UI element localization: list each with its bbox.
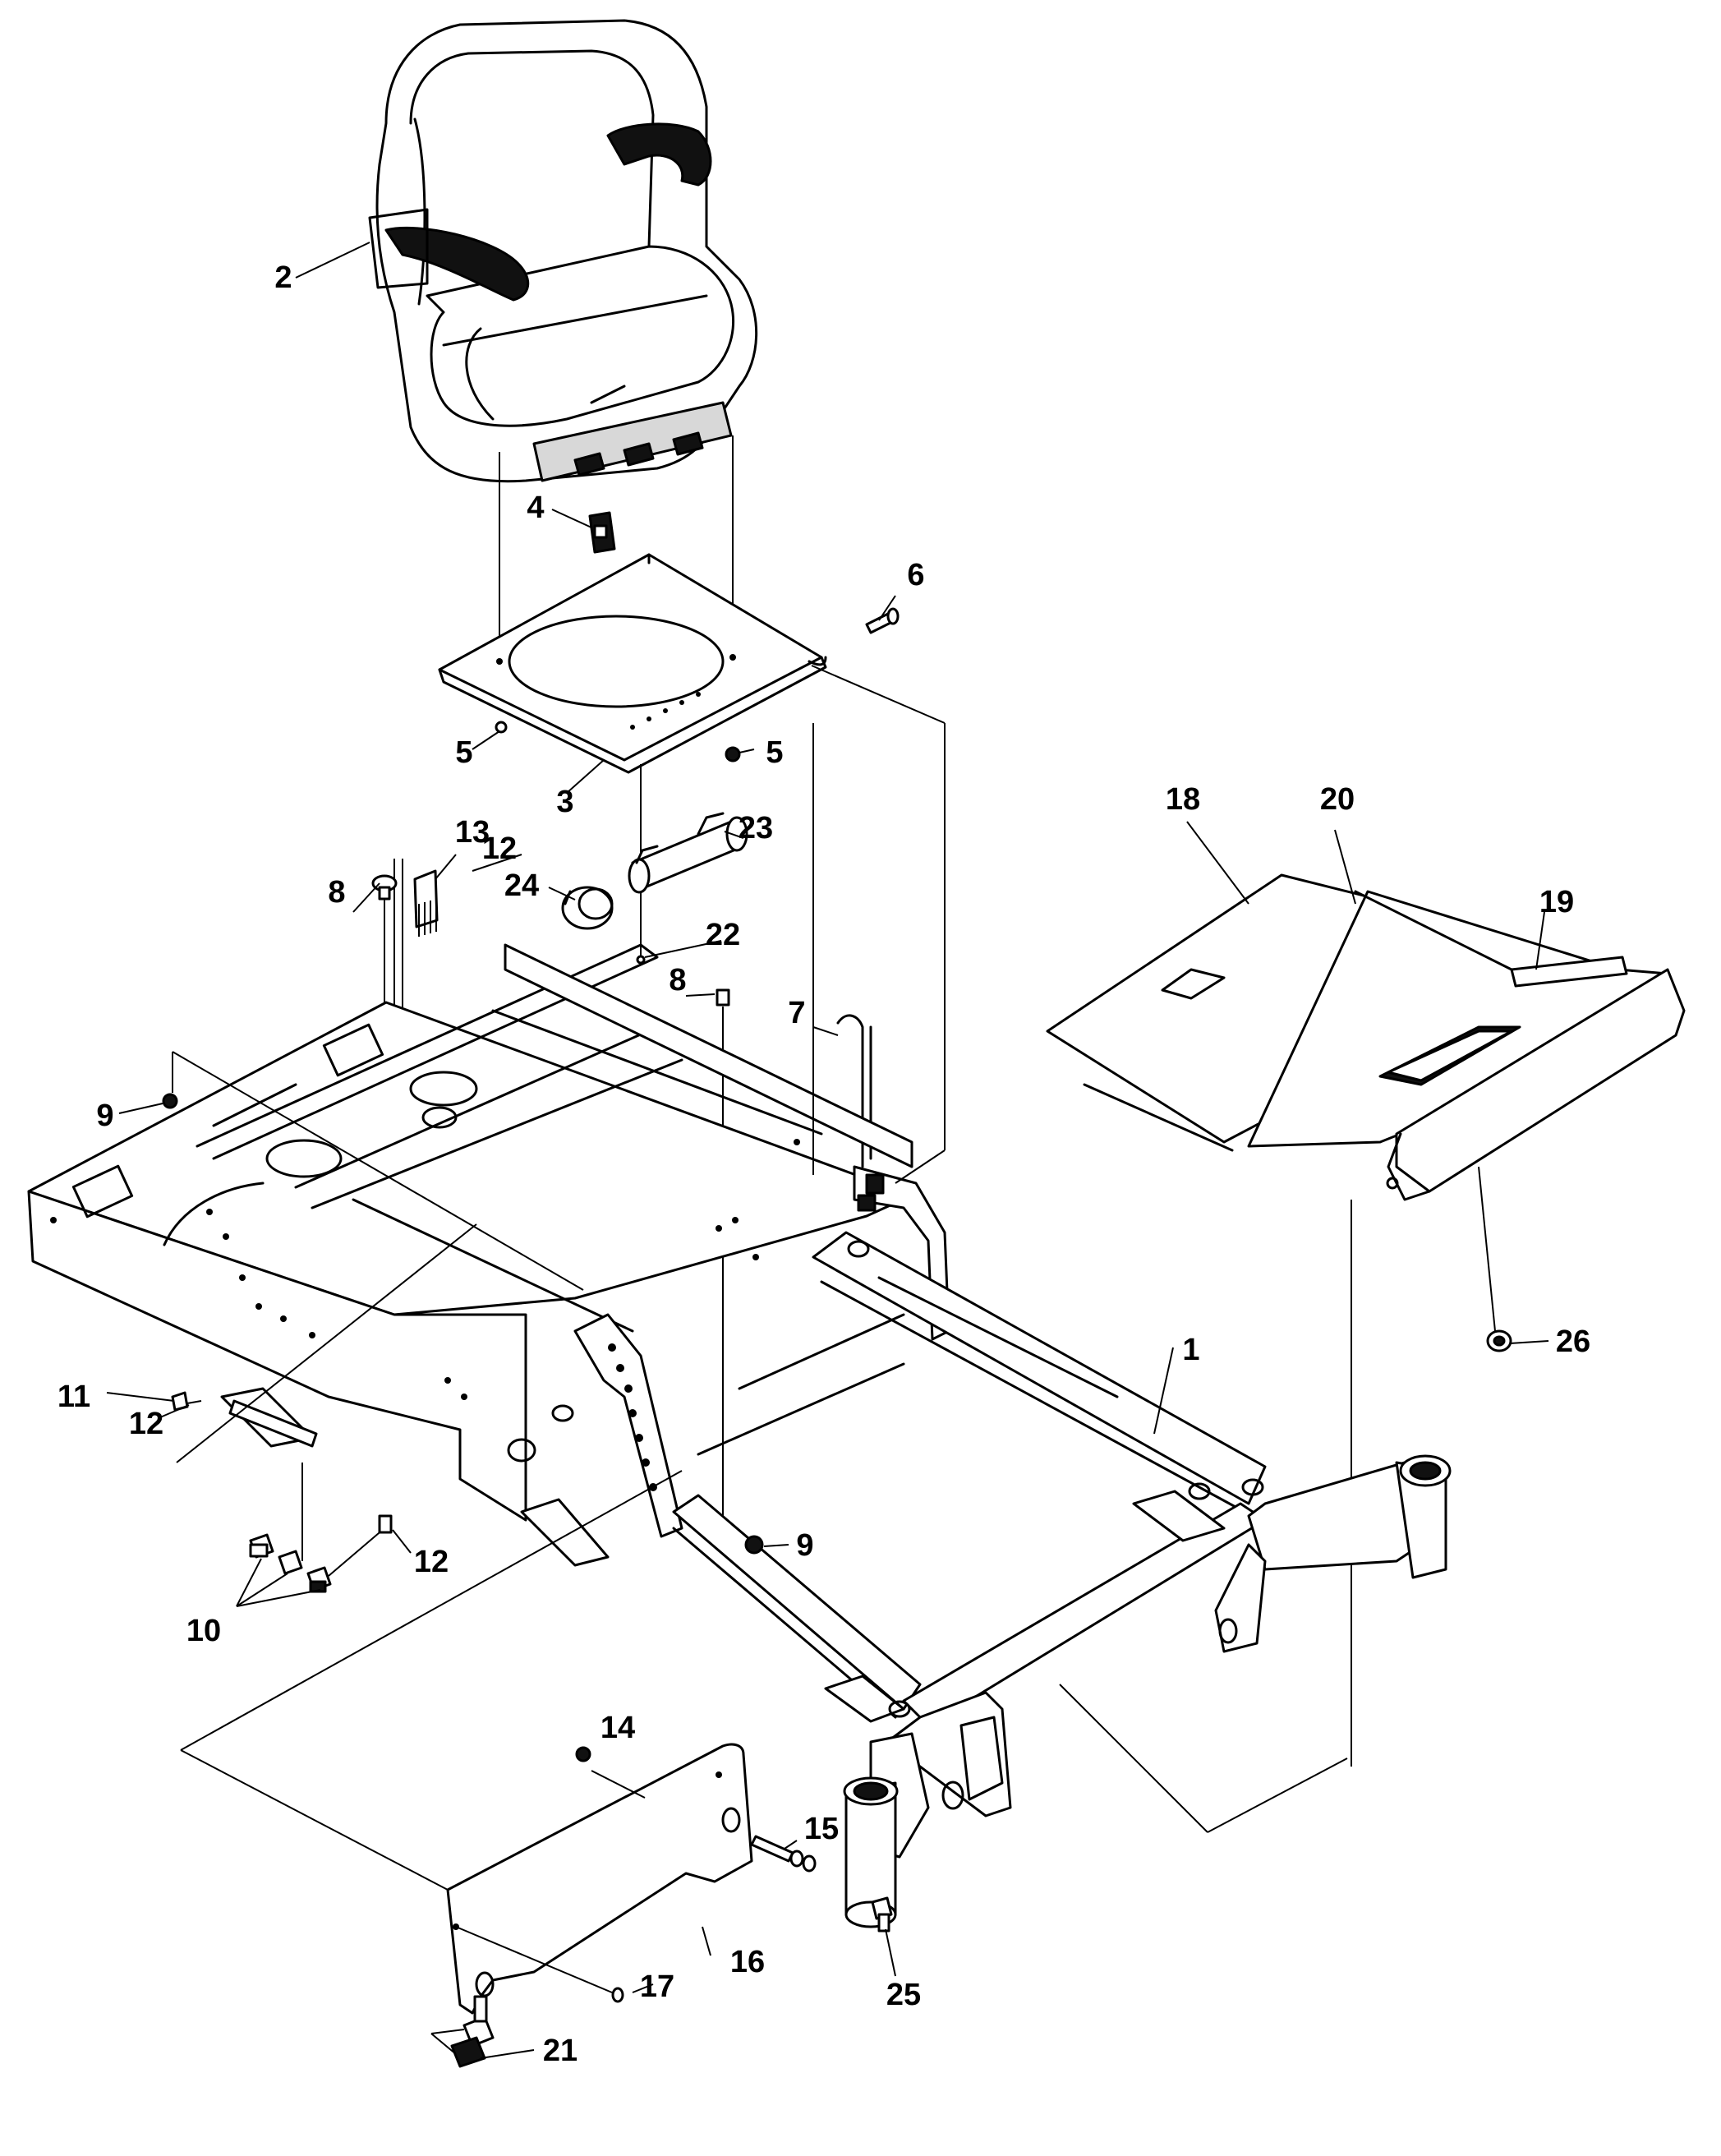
callout-label-4: 4: [527, 491, 544, 525]
seat-plate: [438, 553, 827, 774]
callout-label-22: 22: [706, 918, 740, 952]
callout-label-1: 1: [1182, 1333, 1199, 1367]
callout-label-11: 11: [58, 1380, 90, 1414]
callout-label-6: 6: [907, 558, 924, 592]
callout-label-17: 17: [640, 1969, 674, 2004]
nut: [162, 1093, 178, 1109]
lower-bracket: [228, 1399, 318, 1448]
callout-label-2: 2: [274, 260, 292, 295]
callout-label-14: 14: [601, 1711, 635, 1745]
clip: [836, 1014, 864, 1168]
foot-plate: [1046, 873, 1686, 1201]
seat-assembly: [368, 19, 758, 483]
callout-label-12a: 12: [129, 1407, 163, 1441]
bumper-set: [249, 1533, 332, 1593]
callout-label-19: 19: [1539, 885, 1574, 919]
callout-label-9b: 9: [796, 1528, 813, 1563]
callout-label-3: 3: [556, 785, 573, 819]
nut: [744, 1535, 764, 1555]
callout-label-16: 16: [730, 1945, 765, 1979]
caster-arm-right: [1214, 1454, 1452, 1653]
bolt: [716, 988, 730, 1528]
bracket-comb: [413, 869, 439, 937]
callout-label-8b: 8: [669, 963, 686, 997]
pivot-pin: [865, 607, 900, 634]
caster-arm-left: [843, 1691, 1012, 1928]
bolt: [750, 1835, 817, 1873]
callout-label-15: 15: [804, 1812, 839, 1846]
callout-label-21: 21: [543, 2034, 578, 2068]
callout-label-13: 13: [455, 815, 490, 850]
callout-label-23: 23: [739, 811, 773, 845]
callout-label-20: 20: [1320, 782, 1355, 817]
callout-labels: 1 2 3 4 5 5 6 7 8 8 9 9 10 11 12 12 12 1…: [58, 260, 1590, 2068]
callout-label-7: 7: [788, 996, 805, 1030]
nut: [495, 721, 508, 734]
latch: [450, 1995, 495, 2068]
bushing: [561, 886, 614, 930]
clip-small: [171, 1391, 189, 1412]
bolt: [871, 1896, 893, 1933]
callout-label-12c: 12: [482, 832, 517, 866]
seat-switch: [588, 511, 616, 554]
callout-label-9a: 9: [96, 1099, 113, 1133]
cotter-pin: [636, 955, 646, 965]
callout-label-25: 25: [886, 1978, 921, 2012]
seat-pivot-tube: [628, 812, 748, 894]
callout-label-5a: 5: [455, 735, 472, 770]
main-frame: [27, 943, 1267, 1727]
nut: [1486, 1329, 1512, 1352]
callout-label-10: 10: [186, 1614, 221, 1648]
callout-label-24: 24: [504, 868, 539, 903]
callout-label-18: 18: [1166, 782, 1200, 817]
screw: [455, 1926, 624, 2003]
callout-label-8a: 8: [328, 875, 345, 910]
callout-label-26: 26: [1556, 1324, 1590, 1359]
nut: [725, 746, 741, 762]
bolt: [378, 1514, 393, 1534]
callout-label-5b: 5: [766, 735, 783, 770]
shield-plate: [446, 1743, 753, 2015]
callout-leaders: [106, 242, 1549, 2059]
nut: [575, 1746, 591, 1762]
callout-label-12b: 12: [414, 1545, 449, 1579]
